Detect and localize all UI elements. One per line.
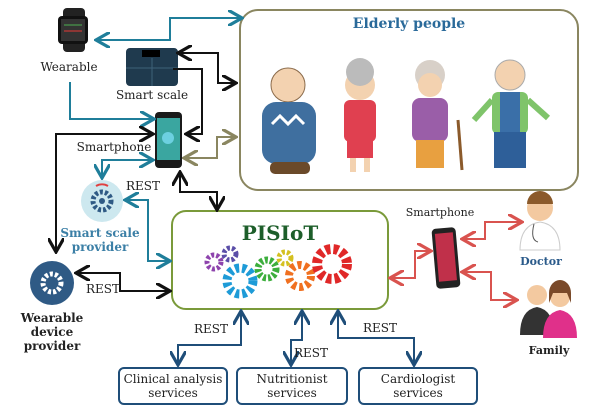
service-line1: Cardiologist bbox=[380, 372, 456, 386]
wearable-provider-line1: Wearable bbox=[20, 311, 84, 325]
smartphone-scale-provider-arrow bbox=[102, 160, 151, 176]
rest-label-cardiologist: REST bbox=[362, 321, 398, 335]
elderly-people-box bbox=[239, 9, 579, 191]
smartphone-label: Smartphone bbox=[76, 140, 152, 154]
family-label: Family bbox=[528, 344, 570, 357]
elderly-woman-1-figure bbox=[344, 58, 376, 172]
smartphone-icon bbox=[155, 112, 182, 168]
smartphone-pisiot-arrow bbox=[180, 174, 217, 208]
caregiver-smartphone-label: Smartphone bbox=[405, 206, 475, 219]
smart-scale-provider-line1: Smart scale bbox=[60, 226, 140, 240]
gears-icon bbox=[204, 244, 352, 299]
service-line2: services bbox=[393, 386, 443, 400]
scale-provider-pisiot-arrow bbox=[127, 200, 168, 261]
rest-label-scale-provider: REST bbox=[125, 179, 161, 193]
wearable-provider-line3: provider bbox=[23, 339, 81, 353]
wearable-label: Wearable bbox=[40, 60, 98, 74]
smart-scale-label: Smart scale bbox=[115, 88, 189, 102]
smart-scale-icon bbox=[126, 48, 178, 86]
pisiot-title: PISIoT bbox=[241, 221, 319, 245]
pisiot-clinical-arrow bbox=[178, 313, 241, 363]
pisiot-nutritionist-arrow bbox=[291, 313, 302, 363]
elderly-man-2-figure bbox=[471, 59, 551, 168]
scale-elderly-arrow bbox=[180, 53, 234, 83]
smartphone-wearable-provider-arrow bbox=[56, 134, 151, 250]
elderly-man-1-figure bbox=[262, 67, 316, 174]
family-icon bbox=[520, 280, 577, 338]
elderly-woman-2-figure bbox=[412, 60, 464, 171]
service-line2: services bbox=[267, 386, 317, 400]
pisiot-cardiologist-arrow bbox=[338, 313, 414, 363]
wearable-provider-pisiot-arrow bbox=[78, 273, 168, 291]
rest-label-clinical: REST bbox=[193, 322, 229, 336]
caregiver-smartphone-icon bbox=[431, 227, 461, 289]
wearable-smartphone-arrow bbox=[69, 82, 152, 119]
wearable-device-provider-icon bbox=[30, 261, 74, 305]
service-line1: Clinical analysis bbox=[123, 372, 223, 386]
doctor-label: Doctor bbox=[520, 255, 562, 268]
rest-label-nutritionist: REST bbox=[293, 346, 329, 360]
smart-scale-provider-line2: provider bbox=[71, 240, 129, 254]
wearable-provider-line2: device bbox=[30, 325, 74, 339]
service-line1: Nutritionist bbox=[256, 372, 328, 386]
wearable-watch-icon bbox=[58, 8, 88, 52]
smartphone-family-arrow bbox=[464, 272, 515, 300]
smartphone-elderly-arrow bbox=[186, 137, 234, 158]
service-line2: services bbox=[148, 386, 198, 400]
rest-label-wearable-provider: REST bbox=[85, 282, 121, 296]
smartphone-doctor-arrow bbox=[464, 222, 520, 239]
elderly-people-title: Elderly people bbox=[352, 16, 466, 32]
wearable-elderly-arrow bbox=[98, 18, 240, 40]
pisiot-smartphone-arrow bbox=[392, 251, 429, 278]
smart-scale-provider-icon bbox=[81, 180, 123, 222]
doctor-icon bbox=[519, 191, 561, 251]
